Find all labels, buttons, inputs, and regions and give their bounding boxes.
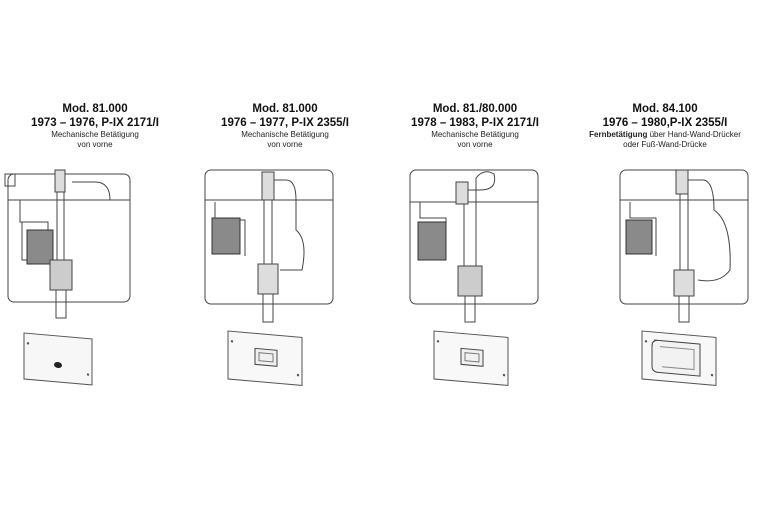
model-years-code: 1973 – 1976, P-IX 2171/I (31, 117, 159, 129)
flush-plate-drawing (227, 330, 303, 387)
flush-valve (257, 263, 279, 295)
flush-plate (23, 332, 93, 386)
flush-valve (673, 269, 695, 297)
model-title: Mod. 84.100 (632, 103, 698, 115)
float-block (625, 219, 653, 255)
square-button-icon (460, 347, 484, 367)
model-description-2: oder Fuß-Wand-Drücke (623, 140, 707, 149)
model-heading: Mod. 84.100 1976 – 1980,P-IX 2355/I Fern… (570, 102, 760, 150)
model-description: Mechanische Betätigung (51, 130, 139, 139)
model-years-code: 1978 – 1983, P-IX 2171/I (411, 117, 539, 129)
round-dot-icon (54, 361, 62, 368)
float-block (417, 221, 447, 261)
flush-valve (457, 265, 483, 297)
model-column-4: Mod. 84.100 1976 – 1980,P-IX 2355/I Fern… (570, 0, 760, 515)
model-column-1: Mod. 81.000 1973 – 1976, P-IX 2171/I Mec… (0, 0, 190, 515)
model-heading: Mod. 81./80.000 1978 – 1983, P-IX 2171/I… (380, 102, 570, 150)
model-description: Mechanische Betätigung (241, 130, 329, 139)
cistern-drawing (619, 169, 749, 323)
float-block (26, 229, 54, 265)
model-description-2: von vorne (77, 140, 113, 149)
model-heading: Mod. 81.000 1973 – 1976, P-IX 2171/I Mec… (0, 102, 190, 150)
cistern-drawing (204, 169, 334, 323)
model-years-code: 1976 – 1977, P-IX 2355/I (221, 117, 349, 129)
model-title: Mod. 81.000 (252, 103, 318, 115)
cistern-frame (204, 169, 334, 305)
model-title: Mod. 81./80.000 (432, 103, 518, 115)
model-years-code: 1976 – 1980,P-IX 2355/I (602, 117, 728, 129)
model-description-2: von vorne (267, 140, 303, 149)
cistern-frame (7, 173, 131, 303)
flush-plate-drawing (433, 330, 509, 387)
flush-plate-drawing (23, 332, 93, 386)
flush-valve (49, 259, 73, 291)
model-heading: Mod. 81.000 1976 – 1977, P-IX 2355/I Mec… (190, 102, 380, 150)
model-column-2: Mod. 81.000 1976 – 1977, P-IX 2355/I Mec… (190, 0, 380, 515)
model-description: Mechanische Betätigung (431, 130, 519, 139)
model-description-2: von vorne (457, 140, 493, 149)
cistern-drawing (409, 169, 539, 323)
cistern-drawing (4, 169, 131, 319)
model-title: Mod. 81.000 (62, 103, 128, 115)
model-column-3: Mod. 81./80.000 1978 – 1983, P-IX 2171/I… (380, 0, 570, 515)
cistern-frame (409, 169, 539, 305)
flush-plate-drawing (641, 330, 717, 387)
model-description: Fernbetätigung über Hand-Wand-Drücker (589, 130, 741, 139)
float-arm (629, 202, 657, 256)
square-button-icon (254, 347, 278, 367)
float-block (211, 217, 241, 255)
large-push-panel-icon (651, 339, 701, 377)
